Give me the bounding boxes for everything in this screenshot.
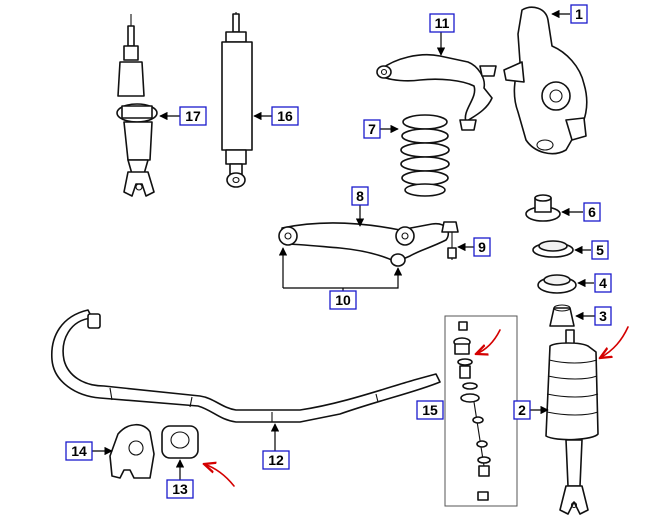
callout-label-13: 13 [172,481,188,497]
callout-label-6: 6 [588,204,596,220]
coil-spring-part [400,114,450,197]
spring-seat-part [532,240,574,258]
callout-7[interactable]: 7 [363,119,381,139]
callout-label-3: 3 [599,308,607,324]
callout-15[interactable]: 15 [416,400,444,420]
callout-label-5: 5 [596,242,604,258]
air-spring-strut-part [545,329,599,515]
callout-label-10: 10 [335,292,351,308]
callout-1[interactable]: 1 [570,4,588,24]
spring-isolator-part [537,274,577,294]
lower-control-arm-part [278,221,459,267]
shock-absorber-part [221,12,253,188]
callout-9[interactable]: 9 [473,237,491,257]
callout-5[interactable]: 5 [591,240,609,260]
callout-label-9: 9 [478,239,486,255]
callout-6[interactable]: 6 [583,202,601,222]
callout-2[interactable]: 2 [513,400,531,420]
callout-label-2: 2 [518,402,526,418]
callout-label-1: 1 [575,6,583,22]
jounce-bumper-part [549,304,575,327]
callout-12[interactable]: 12 [262,450,290,470]
callout-11[interactable]: 11 [429,13,455,33]
callout-10[interactable]: 10 [329,290,357,310]
stabilizer-bar-part [51,309,441,423]
callout-14[interactable]: 14 [65,441,93,461]
callout-label-15: 15 [422,402,438,418]
red-arrow-near-15 [476,329,501,354]
stabilizer-link-kit [444,315,518,507]
callout-label-11: 11 [435,15,450,31]
callout-label-16: 16 [277,108,293,124]
steering-knuckle-part [503,6,588,155]
upper-control-arm-part [376,53,497,131]
callout-label-7: 7 [368,121,376,137]
red-annotation-arrows [204,326,629,487]
stabilizer-bushing-part [161,425,199,459]
callout-label-12: 12 [268,452,284,468]
strut-mount-part [525,194,561,222]
callout-4[interactable]: 4 [594,273,612,293]
callout-label-8: 8 [356,188,364,204]
stabilizer-bracket-part [109,423,155,479]
callout-3[interactable]: 3 [594,306,612,326]
callout-13[interactable]: 13 [166,479,194,499]
red-arrow-near-13 [204,464,235,487]
callout-17[interactable]: 17 [179,106,207,126]
callout-label-14: 14 [71,443,87,459]
leader-lines [92,9,595,480]
callout-16[interactable]: 16 [271,106,299,126]
callout-8[interactable]: 8 [351,186,369,206]
callout-label-17: 17 [185,108,201,124]
red-arrow-near-2 [600,326,629,358]
callout-label-4: 4 [599,275,607,291]
strut-shock-part [116,14,158,197]
